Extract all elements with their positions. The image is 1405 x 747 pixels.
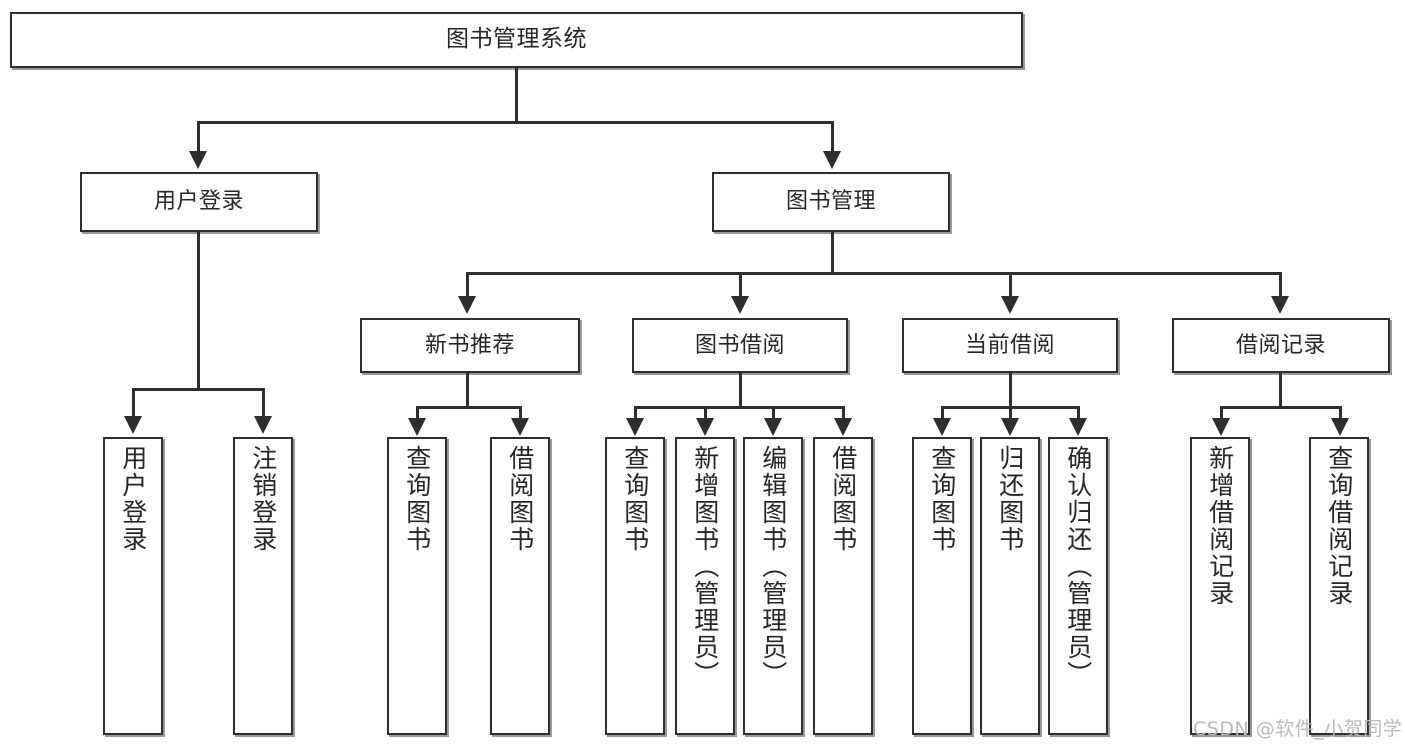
- leaf-book-borrow-3[interactable]: 借阅图书: [813, 437, 873, 735]
- connector-drop: [416, 406, 419, 420]
- arrow-icon: [1001, 418, 1019, 436]
- leaf-book-borrow-0[interactable]: 查询图书: [605, 437, 665, 735]
- node-label: 当前借阅: [964, 332, 1055, 358]
- node-label: 注销登录: [248, 445, 278, 553]
- connector-drop: [634, 406, 637, 420]
- node-label: 查询图书: [402, 445, 432, 553]
- node-label: 用户登录: [118, 445, 148, 553]
- node-book-borrow[interactable]: 图书借阅: [632, 318, 848, 373]
- arrow-icon: [823, 151, 841, 169]
- node-current-borrow[interactable]: 当前借阅: [902, 318, 1118, 373]
- arrow-icon: [626, 418, 644, 436]
- arrow-icon: [1069, 418, 1087, 436]
- connector-drop: [941, 406, 944, 420]
- leaf-user-login-1[interactable]: 注销登录: [233, 437, 293, 735]
- connector-book-mgmt-stem: [831, 232, 834, 274]
- connector-new-book-bus: [416, 406, 522, 409]
- leaf-current-borrow-1[interactable]: 归还图书: [980, 437, 1040, 735]
- connector-root-to-book-mgmt: [831, 121, 834, 153]
- node-label: 查询图书: [927, 445, 957, 553]
- leaf-new-book-recommend-0[interactable]: 查询图书: [387, 437, 447, 735]
- watermark-text: CSDN @软件_小贺同学: [1193, 718, 1403, 740]
- arrow-icon: [124, 416, 142, 434]
- node-label: 图书管理: [785, 189, 876, 215]
- leaf-book-borrow-1[interactable]: 新增图书（管理员）: [675, 437, 735, 735]
- arrow-icon: [189, 151, 207, 169]
- node-label: 新增图书（管理员）: [690, 445, 720, 688]
- leaf-user-login-0[interactable]: 用户登录: [103, 437, 163, 735]
- leaf-borrow-record-0[interactable]: 新增借阅记录: [1190, 437, 1250, 735]
- connector-drop: [772, 406, 775, 420]
- arrow-icon: [458, 296, 476, 314]
- arrow-icon: [1212, 418, 1230, 436]
- arrow-icon: [408, 418, 426, 436]
- connector-root-to-user-login: [197, 121, 200, 153]
- leaf-borrow-record-1[interactable]: 查询借阅记录: [1309, 437, 1369, 735]
- connector-borrow-record-bus: [1220, 406, 1342, 409]
- node-root-system[interactable]: 图书管理系统: [10, 12, 1023, 68]
- connector-drop: [1009, 406, 1012, 420]
- node-label: 图书管理系统: [446, 26, 587, 53]
- node-book-management[interactable]: 图书管理: [712, 172, 950, 232]
- connector-drop: [466, 272, 469, 298]
- node-label: 新书推荐: [424, 332, 515, 358]
- node-label: 编辑图书（管理员）: [758, 445, 788, 688]
- node-label: 图书借阅: [694, 332, 785, 358]
- connector-drop: [1009, 272, 1012, 298]
- connector-drop: [739, 272, 742, 298]
- arrow-icon: [731, 296, 749, 314]
- connector-borrow-record-stem: [1279, 373, 1282, 408]
- node-user-login[interactable]: 用户登录: [80, 172, 318, 232]
- leaf-book-borrow-2[interactable]: 编辑图书（管理员）: [743, 437, 803, 735]
- connector-current-borrow-stem: [1009, 373, 1012, 408]
- arrow-icon: [511, 418, 529, 436]
- node-label: 归还图书: [995, 445, 1025, 553]
- arrow-icon: [1271, 296, 1289, 314]
- arrow-icon: [254, 416, 272, 434]
- leaf-current-borrow-2[interactable]: 确认归还（管理员）: [1048, 437, 1108, 735]
- arrow-icon: [1001, 296, 1019, 314]
- connector-book-mgmt-bus: [466, 272, 1282, 275]
- node-label: 借阅图书: [505, 445, 535, 553]
- node-new-book-recommend[interactable]: 新书推荐: [360, 318, 580, 373]
- node-label: 用户登录: [153, 189, 244, 215]
- node-label: 借阅图书: [828, 445, 858, 553]
- node-label: 新增借阅记录: [1205, 445, 1235, 607]
- connector-root-stem: [515, 68, 518, 121]
- connector-book-borrow-bus: [634, 406, 845, 409]
- connector-drop: [132, 388, 135, 418]
- arrow-icon: [933, 418, 951, 436]
- arrow-icon: [834, 418, 852, 436]
- connector-root-bus: [197, 121, 834, 124]
- connector-user-login-stem: [197, 232, 200, 390]
- connector-drop: [704, 406, 707, 420]
- node-label: 确认归还（管理员）: [1063, 445, 1093, 688]
- connector-drop: [519, 406, 522, 420]
- connector-drop: [1279, 272, 1282, 298]
- arrow-icon: [1331, 418, 1349, 436]
- connector-drop: [842, 406, 845, 420]
- leaf-new-book-recommend-1[interactable]: 借阅图书: [490, 437, 550, 735]
- connector-book-borrow-stem: [739, 373, 742, 408]
- node-label: 查询图书: [620, 445, 650, 553]
- arrow-icon: [696, 418, 714, 436]
- connector-user-login-bus: [132, 388, 264, 391]
- arrow-icon: [764, 418, 782, 436]
- connector-drop: [262, 388, 265, 418]
- connector-new-book-stem: [466, 373, 469, 408]
- connector-drop: [1339, 406, 1342, 420]
- node-label: 借阅记录: [1235, 332, 1326, 358]
- leaf-current-borrow-0[interactable]: 查询图书: [912, 437, 972, 735]
- node-borrow-record[interactable]: 借阅记录: [1172, 318, 1390, 373]
- connector-drop: [1077, 406, 1080, 420]
- connector-drop: [1220, 406, 1223, 420]
- node-label: 查询借阅记录: [1324, 445, 1354, 607]
